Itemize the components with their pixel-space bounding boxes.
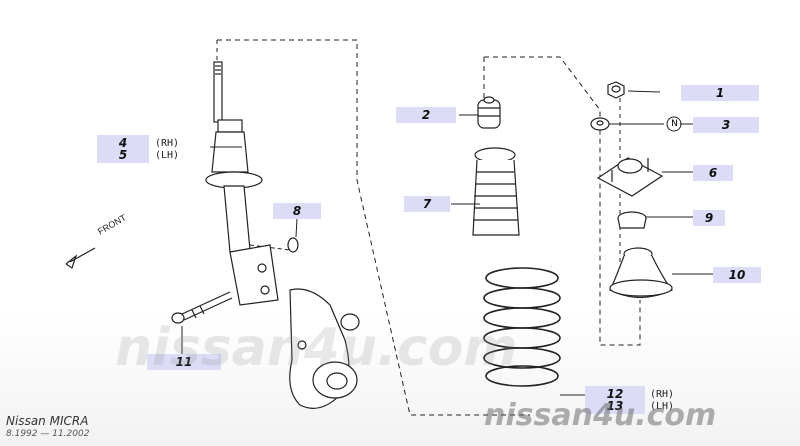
strut-mount-6 [596,157,664,197]
callout-part-13: 13 [585,398,645,414]
watermark-bottom-right: nissan4u.com [484,398,717,433]
callout-part-6: 6 [693,165,733,181]
note-rh-12: (RH) [650,389,675,400]
note-rh-4: (RH) [155,138,180,149]
dust-boot-7 [472,147,520,236]
model-name: Nissan MICRA [6,414,89,428]
washer-3 [590,117,610,131]
note-lh-5: (LH) [155,150,180,161]
bearing-9 [617,211,647,229]
washer-8 [287,237,299,253]
bolt-11 [171,291,233,324]
brand-block: Nissan MICRA 8.1992 — 11.2002 [6,414,89,439]
callout-part-1: 1 [681,85,759,101]
callout-part-7: 7 [404,196,450,212]
callout-part-11: 11 [147,354,221,370]
nut-1 [607,81,625,99]
steering-knuckle [289,288,360,409]
bump-stop-2 [477,96,501,129]
coil-spring [483,267,561,387]
strut-assembly [205,61,279,306]
production-years: 8.1992 — 11.2002 [6,429,90,439]
callout-part-9: 9 [693,210,725,226]
spring-seat-10 [609,247,673,299]
callout-part-5: 5 [97,147,149,163]
note-lh-13: (LH) [650,401,675,412]
front-arrow [65,247,96,269]
callout-part-3: 3 [693,117,759,133]
callout-part-2: 2 [396,107,456,123]
callout-part-10: 10 [713,267,761,283]
watermark-center: nissan4u.com [115,318,518,378]
nut-marker-n: N [671,119,678,129]
callout-part-8: 8 [273,203,321,219]
